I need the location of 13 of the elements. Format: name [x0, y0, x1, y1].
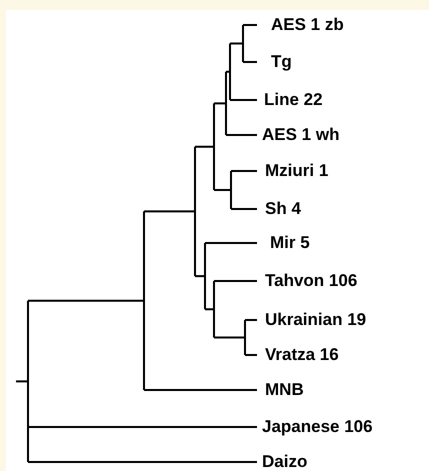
leaf-label: Sh 4: [265, 199, 301, 218]
leaf-label: AES 1 zb: [271, 15, 344, 34]
leaf-label: AES 1 wh: [262, 125, 340, 144]
leaf-label: Ukrainian 19: [265, 310, 366, 329]
leaf-label: Mziuri 1: [265, 161, 328, 180]
leaf-label: Vratza 16: [265, 345, 339, 364]
leaf-label: Tahvon 106: [265, 271, 358, 290]
leaf-label: Mir 5: [270, 233, 310, 252]
leaf-label: Tg: [271, 52, 292, 71]
leaf-label: Line 22: [264, 90, 323, 109]
leaf-label: MNB: [265, 380, 304, 399]
leaf-label: Daizo: [262, 452, 308, 471]
leaf-label: Japanese 106: [262, 417, 373, 436]
